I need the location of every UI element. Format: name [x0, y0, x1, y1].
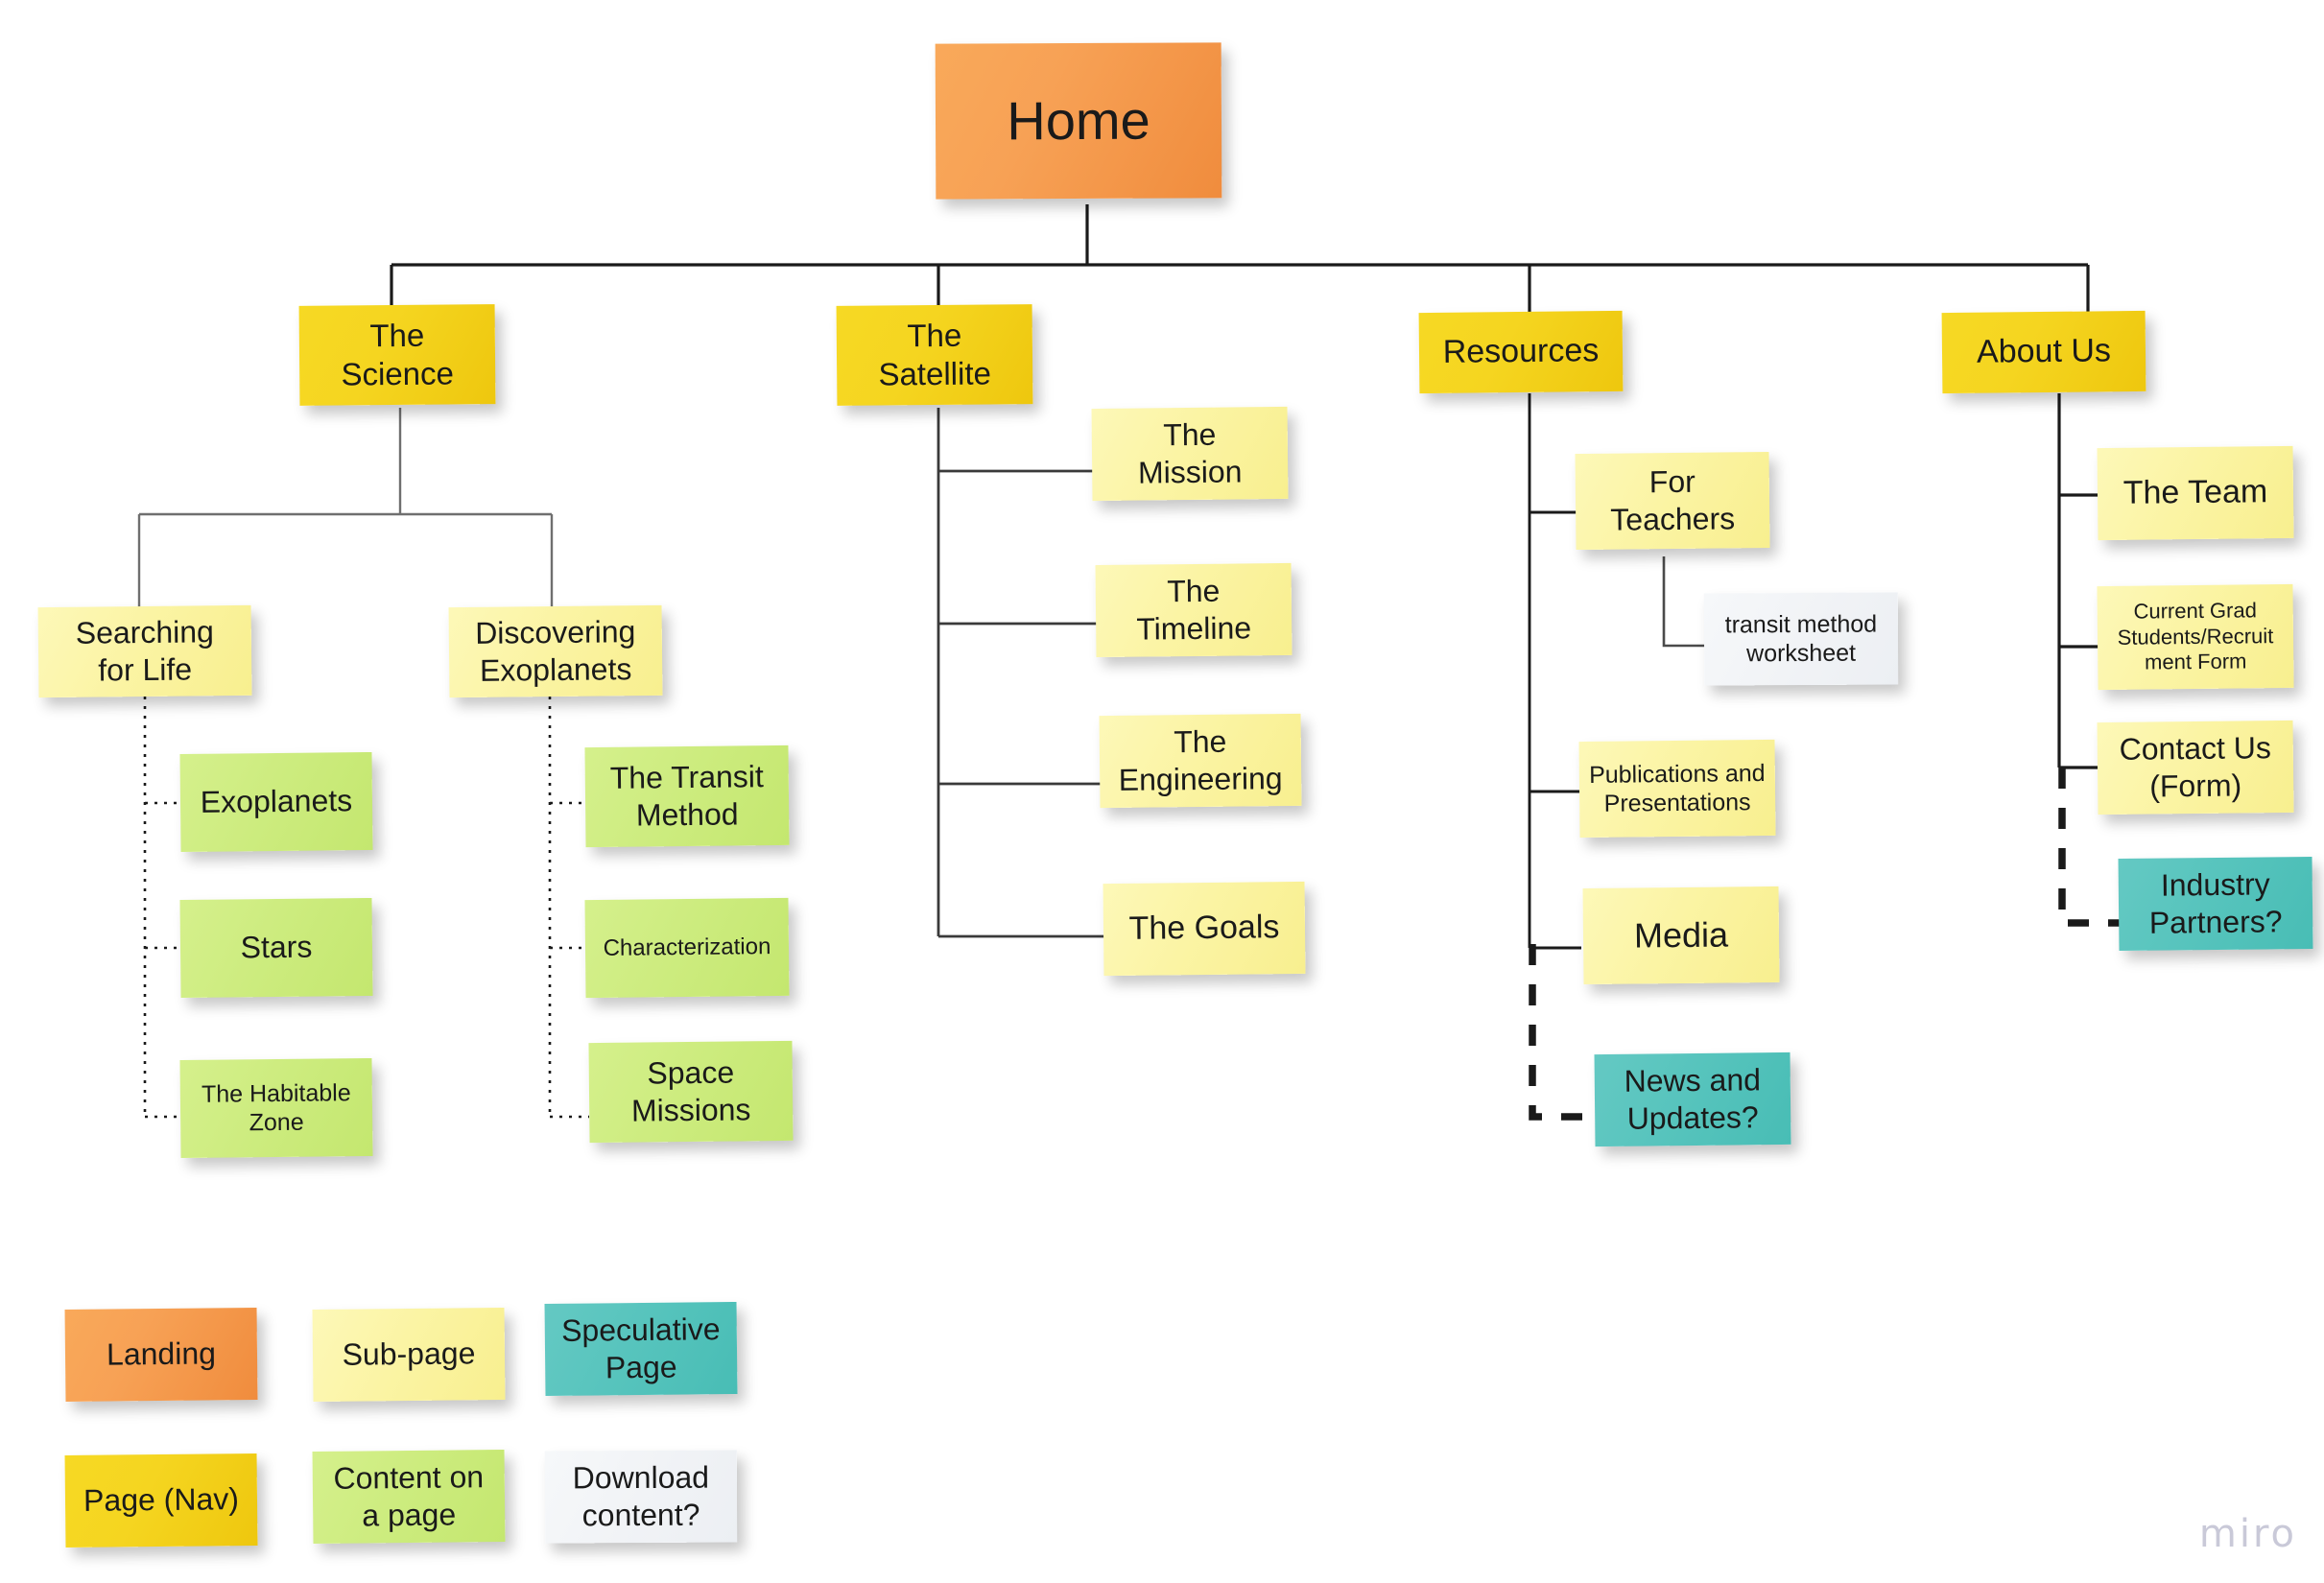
legend-item-page-nav: Page (Nav) — [64, 1453, 258, 1548]
node-current-grad-students[interactable]: Current Grad Students/Recruit ment Form — [2097, 583, 2294, 691]
node-transit-method[interactable]: The Transit Method — [584, 744, 790, 848]
legend-sub-page-label: Sub-page — [342, 1335, 476, 1373]
legend-download-content-label: Download content? — [572, 1459, 710, 1533]
science-subtree-wires — [137, 408, 554, 618]
teachers-worksheet-wire — [1662, 556, 1706, 648]
node-exoplanets[interactable]: Exoplanets — [179, 751, 373, 853]
node-the-science[interactable]: The Science — [298, 304, 496, 406]
home-to-level1-wires — [390, 204, 2090, 317]
node-for-teachers[interactable]: For Teachers — [1575, 451, 1770, 551]
discovering-children-wires — [548, 697, 589, 1119]
node-industry-partners[interactable]: Industry Partners? — [2118, 856, 2313, 952]
wire-to-worksheet — [1662, 556, 1706, 648]
node-resources[interactable]: Resources — [1418, 310, 1624, 394]
node-about-us-label: About Us — [1976, 332, 2112, 370]
searching-children-wires — [143, 697, 184, 1119]
legend-landing-label: Landing — [106, 1335, 217, 1373]
node-the-goals-label: The Goals — [1128, 909, 1280, 948]
legend-item-sub-page: Sub-page — [312, 1307, 506, 1403]
node-resources-label: Resources — [1442, 332, 1600, 371]
satellite-children-wires — [937, 408, 1105, 938]
node-habitable-zone[interactable]: The Habitable Zone — [179, 1057, 373, 1159]
node-media-label: Media — [1633, 914, 1729, 956]
node-the-science-label: The Science — [341, 317, 455, 392]
miro-watermark: miro — [2198, 1512, 2297, 1556]
node-characterization-label: Characterization — [603, 933, 771, 962]
node-the-satellite-label: The Satellite — [878, 317, 992, 392]
node-industry-partners-label: Industry Partners? — [2148, 866, 2283, 940]
legend-item-download-content: Download content? — [544, 1450, 738, 1544]
node-transit-method-worksheet-label: transit method worksheet — [1724, 610, 1878, 668]
node-stars[interactable]: Stars — [179, 897, 373, 999]
node-contact-us[interactable]: Contact Us (Form) — [2097, 720, 2294, 815]
legend-content-on-page-label: Content on a page — [333, 1459, 485, 1533]
legend-item-landing: Landing — [64, 1307, 258, 1403]
node-contact-us-label: Contact Us (Form) — [2119, 730, 2272, 804]
node-space-missions-label: Space Missions — [630, 1054, 751, 1128]
node-habitable-zone-label: The Habitable Zone — [201, 1078, 351, 1137]
node-stars-label: Stars — [240, 930, 313, 965]
node-the-satellite[interactable]: The Satellite — [836, 304, 1033, 406]
node-publications-presentations-label: Publications and Presentations — [1588, 759, 1766, 817]
legend-item-speculative-page: Speculative Page — [544, 1301, 738, 1397]
node-discovering-exoplanets-label: Discovering Exoplanets — [475, 614, 636, 688]
node-home-label: Home — [1007, 89, 1150, 152]
node-the-engineering-label: The Engineering — [1118, 723, 1283, 797]
node-the-timeline-label: The Timeline — [1136, 573, 1252, 647]
node-publications-presentations[interactable]: Publications and Presentations — [1578, 739, 1776, 839]
node-transit-method-label: The Transit Method — [609, 759, 765, 833]
legend-item-content-on-page: Content on a page — [312, 1449, 506, 1545]
legend-page-nav-label: Page (Nav) — [83, 1481, 240, 1519]
node-the-team[interactable]: The Team — [2097, 445, 2294, 541]
node-news-and-updates[interactable]: News and Updates? — [1594, 1051, 1791, 1147]
node-media[interactable]: Media — [1582, 886, 1780, 985]
node-about-us[interactable]: About Us — [1941, 310, 2146, 394]
about-children-wires — [2057, 393, 2099, 769]
node-home[interactable]: Home — [935, 42, 1222, 200]
legend-speculative-page-label: Speculative Page — [560, 1311, 721, 1385]
node-the-team-label: The Team — [2122, 473, 2268, 512]
node-the-engineering[interactable]: The Engineering — [1099, 713, 1302, 809]
node-the-goals[interactable]: The Goals — [1103, 881, 1306, 977]
node-transit-method-worksheet[interactable]: transit method worksheet — [1703, 592, 1899, 686]
node-space-missions[interactable]: Space Missions — [588, 1040, 794, 1144]
resources-children-wires — [1528, 393, 1581, 950]
node-current-grad-students-label: Current Grad Students/Recruit ment Form — [2117, 598, 2274, 674]
node-discovering-exoplanets[interactable]: Discovering Exoplanets — [448, 604, 663, 698]
node-the-mission[interactable]: The Mission — [1091, 406, 1289, 502]
node-for-teachers-label: For Teachers — [1610, 463, 1736, 537]
node-news-and-updates-label: News and Updates? — [1624, 1062, 1762, 1136]
node-the-timeline[interactable]: The Timeline — [1095, 562, 1292, 658]
node-searching-for-life[interactable]: Searching for Life — [37, 604, 252, 698]
node-the-mission-label: The Mission — [1137, 416, 1243, 490]
node-searching-for-life-label: Searching for Life — [75, 614, 215, 688]
node-exoplanets-label: Exoplanets — [200, 783, 353, 820]
node-characterization[interactable]: Characterization — [584, 897, 790, 999]
